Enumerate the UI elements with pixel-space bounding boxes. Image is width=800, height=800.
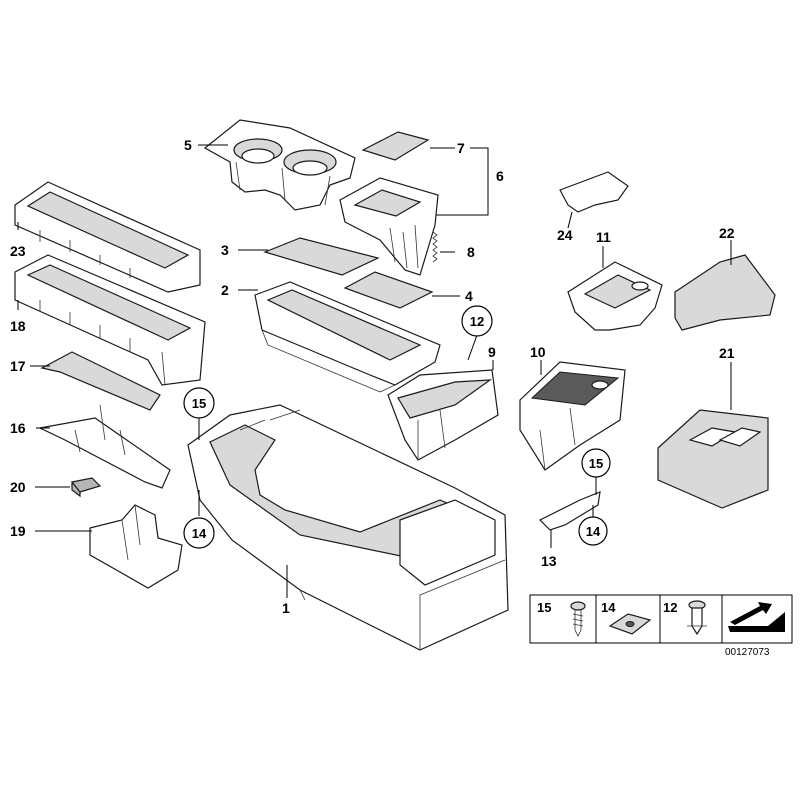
label-11: 11 [596,229,611,245]
clip-nut-icon [608,613,652,635]
part-23-trim [14,181,201,293]
label-7: 7 [457,140,465,156]
part-1-console [187,404,509,651]
callout-15-left: 15 [192,396,206,411]
callout-14-right: 14 [586,524,601,539]
part-13-bracket [538,491,601,531]
part-6-insert [339,177,439,276]
label-13: 13 [541,553,557,569]
label-24: 24 [557,227,573,243]
label-17: 17 [10,358,26,374]
part-number-labels: 5 7 6 3 8 2 4 9 10 11 22 24 21 23 18 17 … [10,137,735,616]
part-18-trim [14,254,206,386]
label-22: 22 [719,225,735,241]
label-9: 9 [488,344,496,360]
label-18: 18 [10,318,26,334]
label-23: 23 [10,243,26,259]
label-2: 2 [221,282,229,298]
part-8-spring [432,231,438,263]
part-5-cup-holder [203,119,356,211]
leader-lines [17,144,732,598]
legend-label-14: 14 [601,600,616,615]
part-20-block [70,477,102,498]
legend-label-15: 15 [537,600,551,615]
screw-icon [570,601,586,637]
callout-14-left: 14 [192,526,207,541]
label-16: 16 [10,420,26,436]
part-4-cover [343,271,434,309]
part-9-module [387,369,499,461]
part-3-cover [263,237,380,276]
part-10-ashtray [519,361,626,471]
part-21-switch-panel [657,409,769,509]
hardware-legend: 15 14 12 [529,594,793,644]
part-7-lid [361,131,430,161]
part-22-cover [674,254,776,331]
legend-label-12: 12 [663,600,677,615]
circled-callouts: 12 15 14 15 14 [183,305,611,549]
label-20: 20 [10,479,26,495]
arrow-symbol-icon [728,602,785,632]
label-5: 5 [184,137,192,153]
part-19-stand [89,504,183,589]
part-11-box [567,261,663,331]
label-21: 21 [719,345,735,361]
callout-15-right: 15 [589,456,603,471]
part-16-bracket [38,404,171,489]
label-8: 8 [467,244,475,260]
label-10: 10 [530,344,546,360]
callout-12: 12 [470,314,484,329]
label-4: 4 [465,288,473,304]
label-19: 19 [10,523,26,539]
expanding-rivet-icon [687,600,707,636]
drawing-code: 00127073 [725,647,770,658]
label-6: 6 [496,168,504,184]
part-2-tray [254,281,441,393]
label-3: 3 [221,242,229,258]
part-24-clip [559,171,629,213]
label-1: 1 [282,600,290,616]
part-17-strip [40,351,161,411]
